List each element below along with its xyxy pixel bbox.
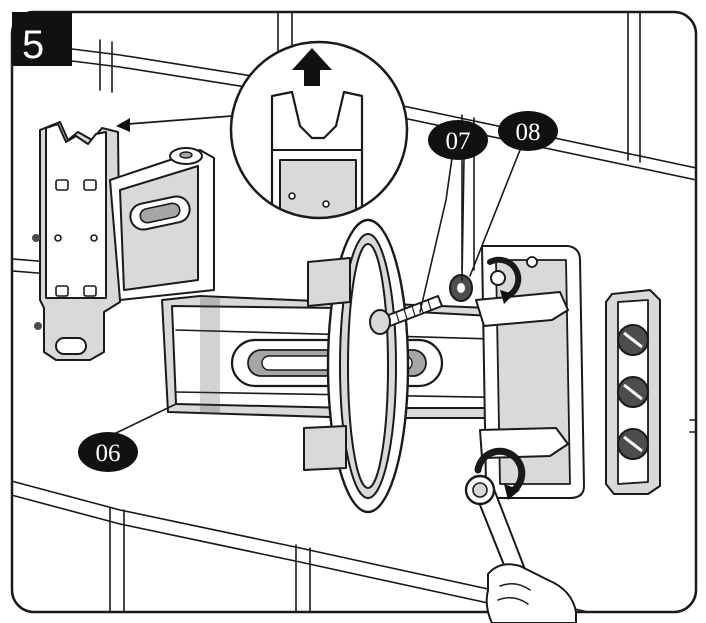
socket-wrench	[464, 474, 527, 581]
anchor-hole-1	[617, 324, 649, 356]
diagram-frame	[10, 10, 698, 614]
washer	[449, 274, 473, 302]
callout-07-label: 07	[446, 128, 471, 155]
rotate-arrow-icon	[487, 256, 522, 304]
callout-06-label: 06	[96, 440, 121, 467]
hand-icon	[485, 563, 577, 623]
wall-plate	[475, 245, 585, 499]
anchor-hole-3	[617, 428, 649, 460]
upper-arm	[109, 147, 215, 301]
anchor-hole-2	[617, 376, 649, 408]
callout-08: 08	[498, 111, 558, 151]
up-arrow-icon	[292, 48, 332, 86]
detail-zoom	[229, 40, 409, 220]
callout-leaders	[113, 149, 521, 435]
wall-anchor-strip	[605, 289, 661, 495]
zoom-leader	[116, 115, 233, 132]
lag-bolt	[369, 295, 443, 335]
rotate-arrow-icon-lower	[474, 447, 526, 500]
callout-06: 06	[78, 432, 138, 472]
tv-bracket-plate	[32, 121, 121, 361]
step-number: 5	[22, 23, 44, 67]
cable-ring	[303, 218, 410, 514]
callout-07: 07	[428, 120, 488, 160]
callout-08-label: 08	[516, 119, 541, 146]
step-badge: 5	[12, 12, 72, 67]
